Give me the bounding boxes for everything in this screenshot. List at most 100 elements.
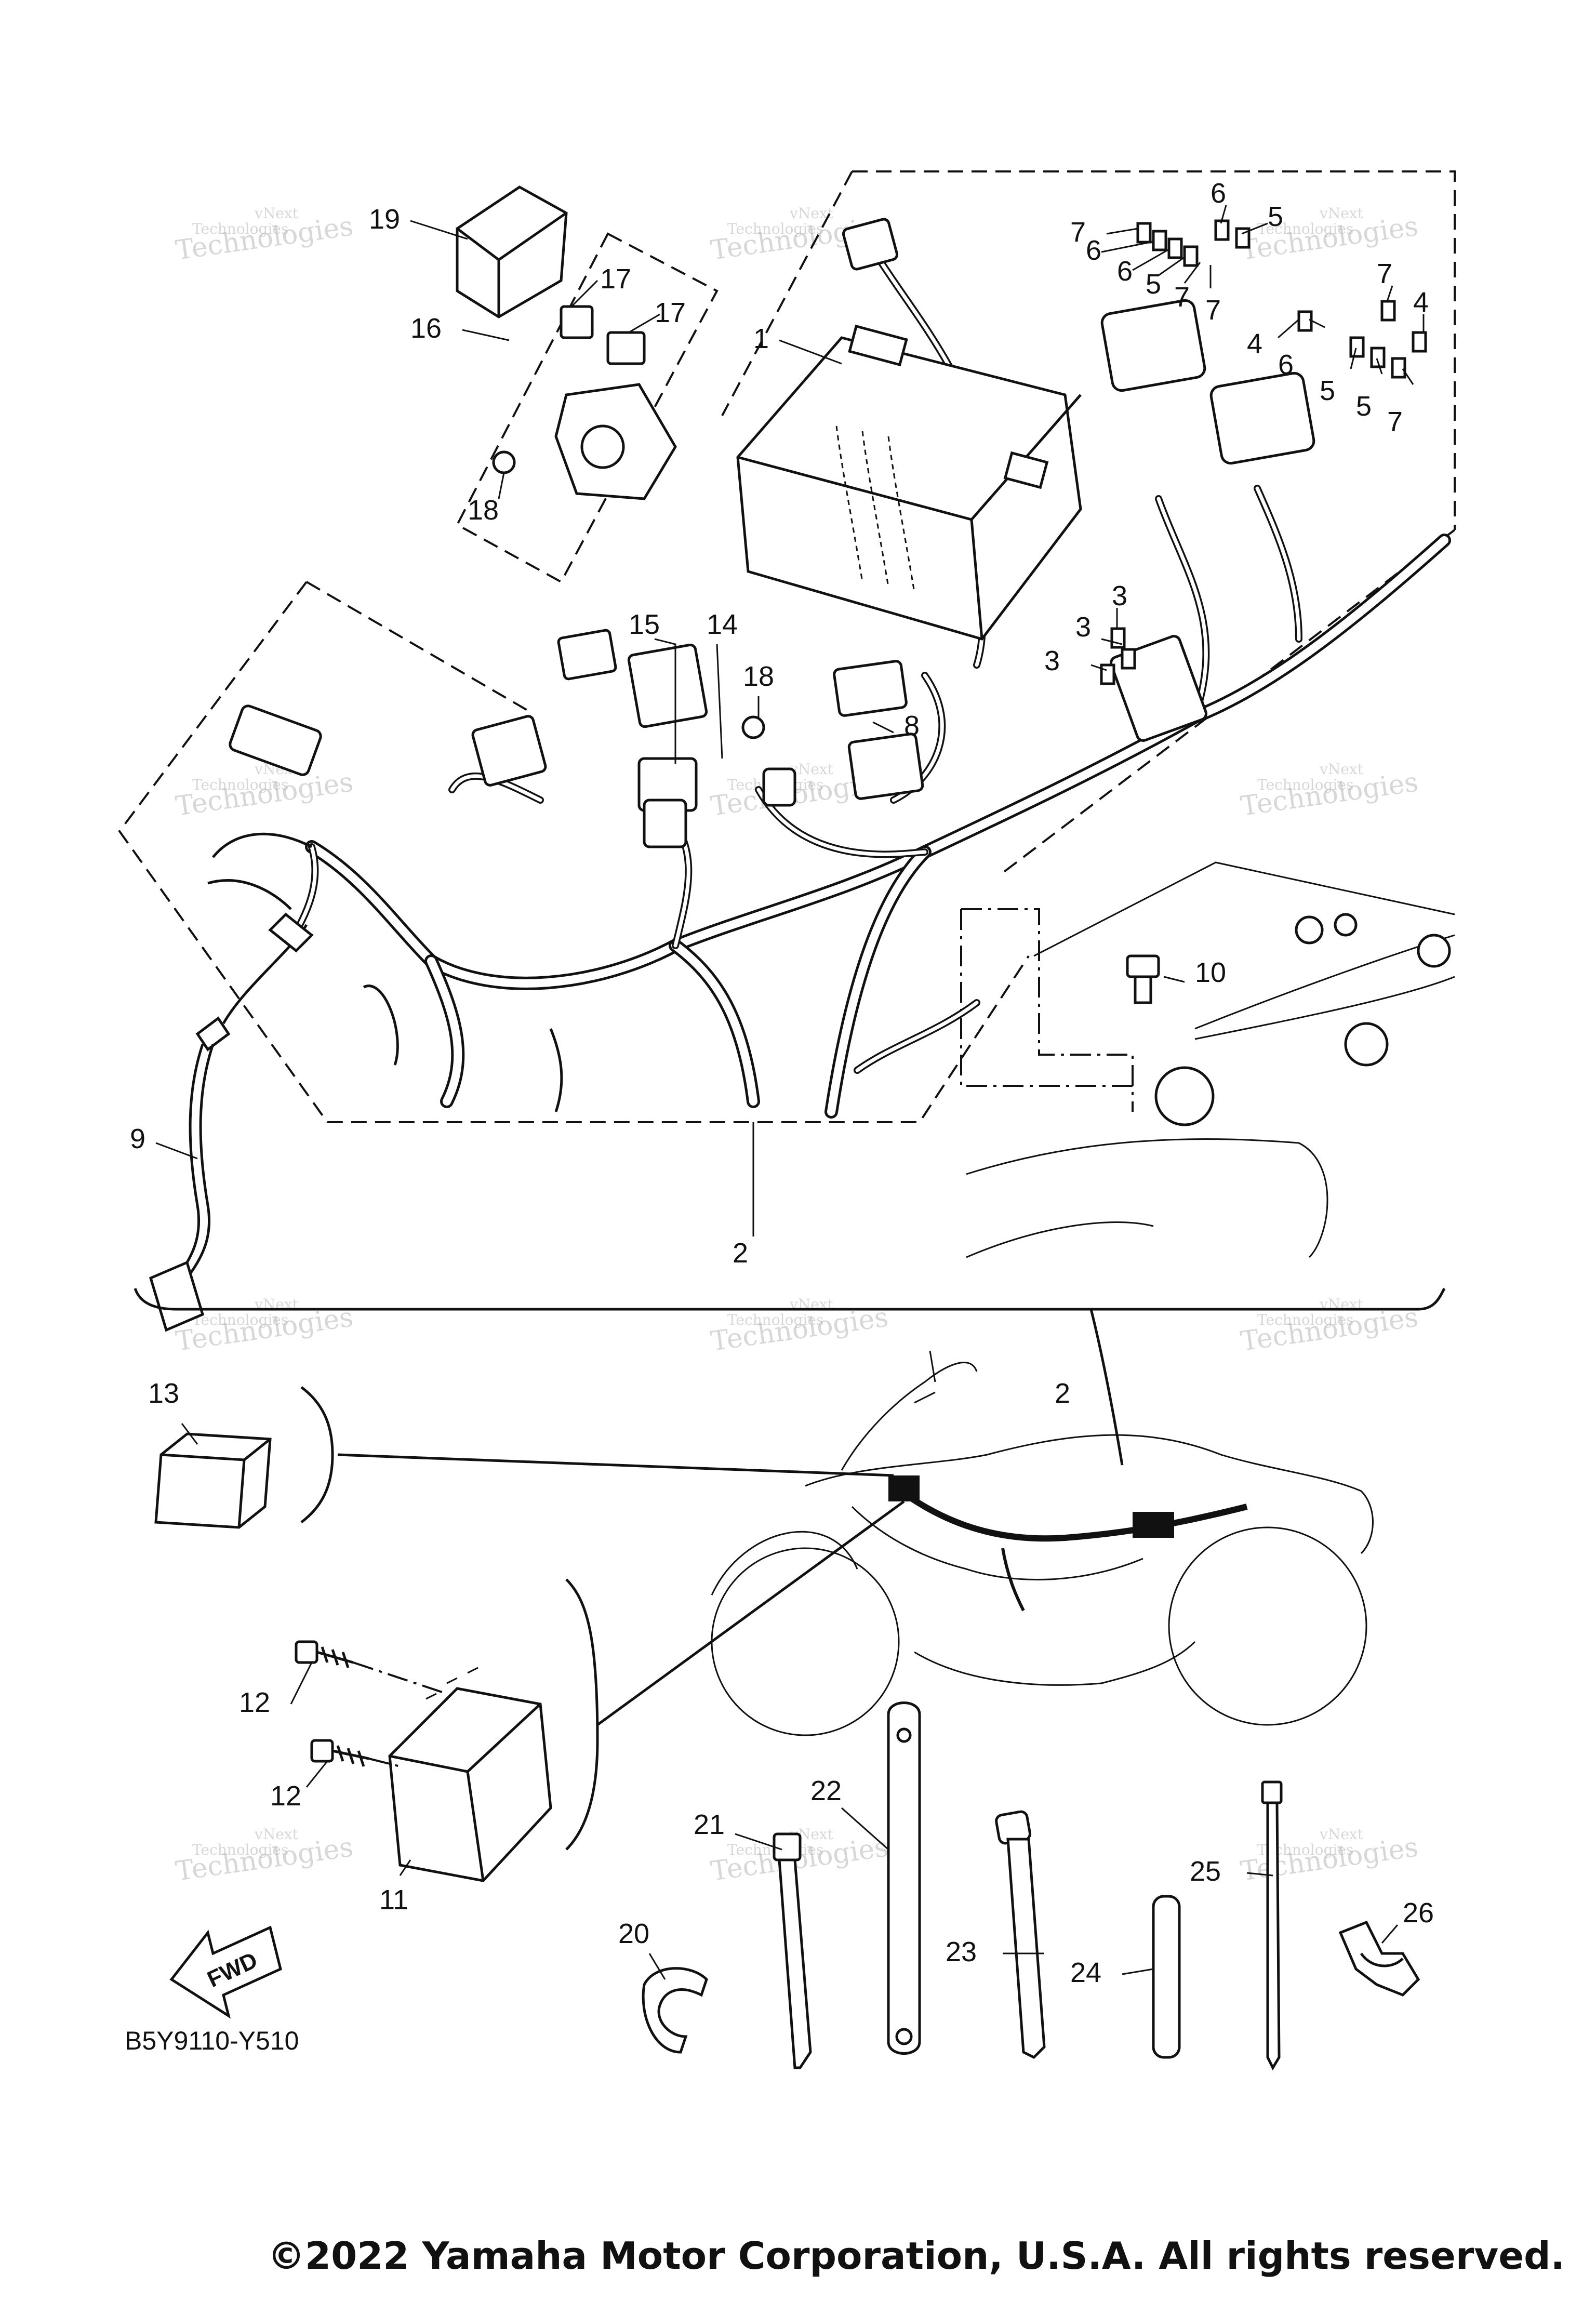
callout-13: 13 xyxy=(148,1378,179,1409)
callout-15: 15 xyxy=(629,609,660,640)
leader-13 xyxy=(337,1453,894,1477)
bolt-12-lower xyxy=(310,1739,401,1767)
watermark-line1: vNext xyxy=(1319,761,1364,778)
watermark-line2: Technologies xyxy=(727,220,823,237)
cap-18-lower xyxy=(741,715,765,739)
callout-20: 20 xyxy=(618,1918,649,1949)
motorcycle-overview xyxy=(711,1350,1374,1736)
callout-2-a: 2 xyxy=(733,1238,748,1269)
cable-tie-25 xyxy=(1261,1780,1283,2071)
left-connectors xyxy=(229,704,796,807)
callout-3-b: 3 xyxy=(1075,611,1091,643)
callout-14: 14 xyxy=(707,609,738,640)
callout-18-b: 18 xyxy=(743,661,774,692)
callout-4-a: 4 xyxy=(1413,287,1429,318)
callout-4-b: 4 xyxy=(1247,328,1262,360)
clamp-20 xyxy=(642,1967,708,2054)
callout-9: 9 xyxy=(130,1123,145,1154)
watermark-line1: vNext xyxy=(1319,1826,1364,1843)
sub-lead-9 xyxy=(149,912,314,1332)
callout-7-c: 7 xyxy=(1205,295,1221,326)
bracket-13 xyxy=(300,1386,334,1523)
watermark-line2: Technologies xyxy=(192,220,288,237)
callout-21: 21 xyxy=(694,1809,725,1840)
callout-7-b: 7 xyxy=(1174,282,1190,313)
callout-1: 1 xyxy=(753,323,769,354)
callout-24: 24 xyxy=(1070,1957,1101,1988)
callout-8: 8 xyxy=(904,710,920,741)
relay-19 xyxy=(456,185,568,318)
callout-10: 10 xyxy=(1195,957,1226,988)
leader-11 xyxy=(596,1500,905,1726)
callout-16: 16 xyxy=(410,313,442,344)
watermark-line1: vNext xyxy=(254,1826,299,1843)
callout-7-e: 7 xyxy=(1387,406,1403,437)
battery xyxy=(736,324,1082,641)
bracket-11 xyxy=(565,1578,599,1851)
callout-5-a: 5 xyxy=(1146,269,1161,300)
callout-26: 26 xyxy=(1403,1897,1434,1929)
watermark-line2: Technologies xyxy=(192,1311,288,1328)
callout-19: 19 xyxy=(369,204,400,235)
callout-25: 25 xyxy=(1190,1856,1221,1887)
watermark-line2: Technologies xyxy=(1257,1311,1353,1328)
relay-group-outline xyxy=(456,232,719,583)
callout-5-c: 5 xyxy=(1320,375,1335,406)
callout-6-c: 6 xyxy=(1211,178,1226,209)
bolt-callout-frame xyxy=(960,908,1134,1112)
band-22 xyxy=(887,1701,921,2055)
starter-relay xyxy=(554,305,677,500)
leader-2-top xyxy=(1089,1309,1124,1466)
callout-3-c: 3 xyxy=(1044,645,1060,676)
leader-lines xyxy=(155,205,1425,1980)
callout-numbers: 19 17 17 16 18 1 7 6 6 5 7 7 6 5 7 4 4 6… xyxy=(130,178,1434,1988)
callout-5-d: 5 xyxy=(1356,391,1372,422)
relay-14-15 xyxy=(557,629,708,848)
cap-18-upper xyxy=(492,450,516,474)
callout-17-a: 17 xyxy=(600,263,631,295)
callout-5-b: 5 xyxy=(1268,201,1283,232)
part-code: B5Y9110-Y510 xyxy=(125,2026,299,2055)
callout-7-a: 7 xyxy=(1070,217,1086,248)
callout-6-a: 6 xyxy=(1086,235,1101,266)
callout-23: 23 xyxy=(946,1936,977,1967)
watermark-line2: Technologies xyxy=(192,1841,288,1858)
group-outlines xyxy=(118,170,1456,1123)
watermark-line2: Technologies xyxy=(1257,220,1353,237)
bolt-10 xyxy=(1126,954,1160,1004)
callout-2-b: 2 xyxy=(1055,1378,1070,1409)
callout-17-b: 17 xyxy=(655,297,686,328)
frame-background xyxy=(966,861,1455,1258)
watermark-line2: Technologies xyxy=(1257,776,1353,793)
callout-3-a: 3 xyxy=(1112,580,1127,611)
relay-8 xyxy=(833,660,924,800)
watermark-line2: Technologies xyxy=(192,776,288,793)
callout-6-b: 6 xyxy=(1117,256,1133,287)
callout-22: 22 xyxy=(810,1775,842,1806)
callout-6-d: 6 xyxy=(1278,349,1294,380)
relay-13 xyxy=(154,1432,272,1529)
bolt-12-upper xyxy=(295,1640,447,1695)
battery-lead-connector xyxy=(842,218,899,271)
watermark-line1: vNext xyxy=(789,761,834,778)
callout-12-b: 12 xyxy=(270,1780,301,1812)
section-divider xyxy=(134,1287,1446,1311)
tube-24 xyxy=(1152,1895,1181,2059)
watermark-line2: Technologies xyxy=(727,1311,823,1328)
rectifier-regulator-11 xyxy=(388,1667,552,1882)
battery-group-outline xyxy=(721,170,1456,530)
copyright-notice: ©2022 Yamaha Motor Corporation, U.S.A. A… xyxy=(268,2234,1565,2278)
callout-7-d: 7 xyxy=(1377,258,1392,289)
callout-11: 11 xyxy=(379,1884,408,1916)
overview-harness xyxy=(888,1475,1248,1612)
harness-group-outline xyxy=(118,581,1030,1123)
watermark-line1: vNext xyxy=(1319,205,1364,222)
fwd-arrow-icon: FWD xyxy=(169,1925,282,2019)
clamp-26 xyxy=(1338,1920,1420,1997)
callout-12-a: 12 xyxy=(239,1687,270,1718)
callout-18-a: 18 xyxy=(468,495,499,526)
fuses xyxy=(1100,219,1427,685)
cable-tie-23 xyxy=(995,1810,1046,2059)
watermark-line1: vNext xyxy=(254,205,299,222)
